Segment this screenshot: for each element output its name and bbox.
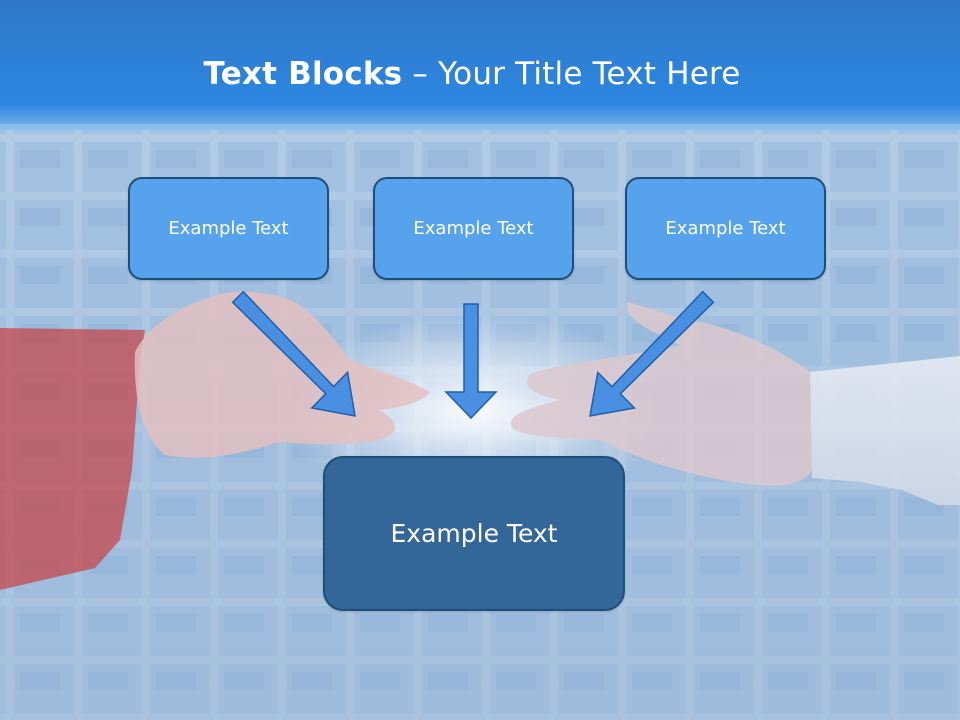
arrow-right-diagonal bbox=[589, 290, 715, 417]
slide-title: Text Blocks – Your Title Text Here bbox=[0, 56, 944, 92]
result-text-block[interactable]: Example Text bbox=[323, 456, 625, 611]
text-block-1[interactable]: Example Text bbox=[128, 177, 329, 280]
text-block-3-label: Example Text bbox=[665, 218, 786, 239]
text-block-2[interactable]: Example Text bbox=[373, 177, 574, 280]
title-rest-part: Your Title Text Here bbox=[438, 56, 741, 92]
arrow-left-diagonal bbox=[231, 290, 356, 417]
arrow-middle-down bbox=[444, 303, 498, 420]
title-dash: – bbox=[402, 56, 439, 92]
text-block-2-label: Example Text bbox=[413, 218, 534, 239]
title-bold-part: Text Blocks bbox=[203, 56, 403, 92]
text-block-1-label: Example Text bbox=[168, 218, 289, 239]
text-block-3[interactable]: Example Text bbox=[625, 177, 826, 280]
result-text-block-label: Example Text bbox=[390, 519, 558, 548]
